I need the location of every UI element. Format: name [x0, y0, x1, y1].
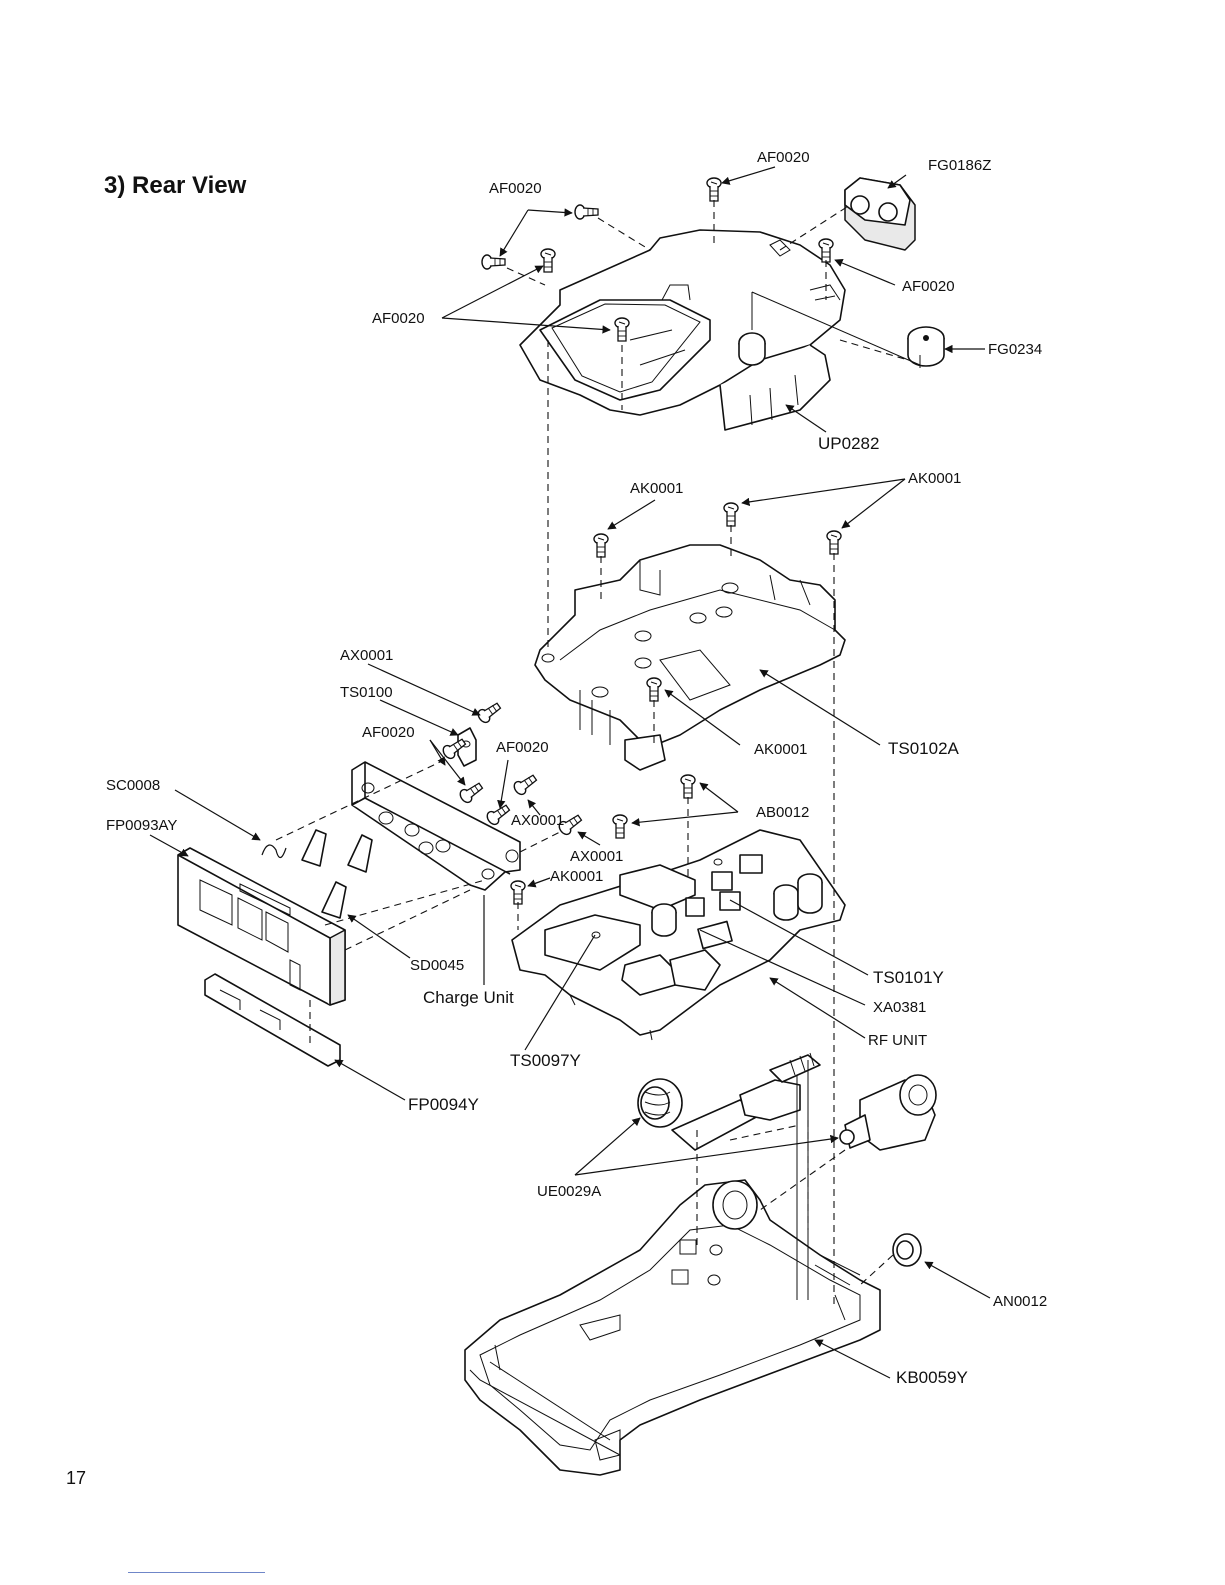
label-af0020-top: AF0020 — [757, 149, 810, 166]
label-ts0102a: TS0102A — [888, 739, 960, 758]
label-kb0059y: KB0059Y — [896, 1368, 968, 1387]
label-af0020-mid: AF0020 — [372, 310, 425, 327]
label-ts0101y: TS0101Y — [873, 968, 944, 987]
label-af0020-right: AF0020 — [902, 278, 955, 295]
label-sd0045: SD0045 — [410, 957, 464, 974]
label-af0020-c: AF0020 — [362, 724, 415, 741]
charge-unit-part — [352, 728, 520, 890]
label-ts0097y: TS0097Y — [510, 1051, 581, 1070]
label-sc0008: SC0008 — [106, 777, 160, 794]
label-up0282: UP0282 — [818, 434, 879, 453]
label-ax0001-b: AX0001 — [511, 812, 564, 829]
label-af0020-d: AF0020 — [496, 739, 549, 756]
label-xa0381: XA0381 — [873, 999, 926, 1016]
label-ax0001-a: AX0001 — [340, 647, 393, 664]
sc0008-spring-part — [262, 845, 286, 857]
label-fp0093ay: FP0093AY — [106, 817, 177, 834]
bnc-connector-part — [840, 1075, 936, 1150]
label-fg0234: FG0234 — [988, 341, 1042, 358]
label-ak0001-a: AK0001 — [630, 480, 683, 497]
fg0186z-cap-part — [845, 178, 915, 250]
label-ak0001-c: AK0001 — [754, 741, 807, 758]
label-ax0001-c: AX0001 — [570, 848, 623, 865]
label-ak0001-d: AK0001 — [550, 868, 603, 885]
page-number: 17 — [66, 1468, 86, 1489]
label-ak0001-b: AK0001 — [908, 470, 961, 487]
fp0093ay-panel-part — [178, 848, 345, 1005]
bottom-rule — [128, 1572, 265, 1573]
label-charge-unit: Charge Unit — [423, 988, 514, 1007]
connector-cable-part — [672, 1053, 820, 1150]
an0012-nut-part — [893, 1234, 921, 1266]
label-af0020-left: AF0020 — [489, 180, 542, 197]
kb0059y-case-part — [465, 1180, 880, 1475]
label-fp0094y: FP0094Y — [408, 1095, 479, 1114]
shield-cover-part — [520, 230, 845, 430]
label-ue0029a: UE0029A — [537, 1183, 601, 1200]
sd0045-knobs-part — [302, 830, 372, 918]
chassis-frame-part — [535, 545, 845, 770]
label-fg0186z: FG0186Z — [928, 157, 991, 174]
label-ab0012: AB0012 — [756, 804, 809, 821]
label-ts0100: TS0100 — [340, 684, 393, 701]
fg0234-part — [908, 327, 944, 366]
ue0029a-nut-part — [638, 1079, 682, 1127]
label-rf-unit: RF UNIT — [868, 1032, 927, 1049]
label-an0012: AN0012 — [993, 1293, 1047, 1310]
